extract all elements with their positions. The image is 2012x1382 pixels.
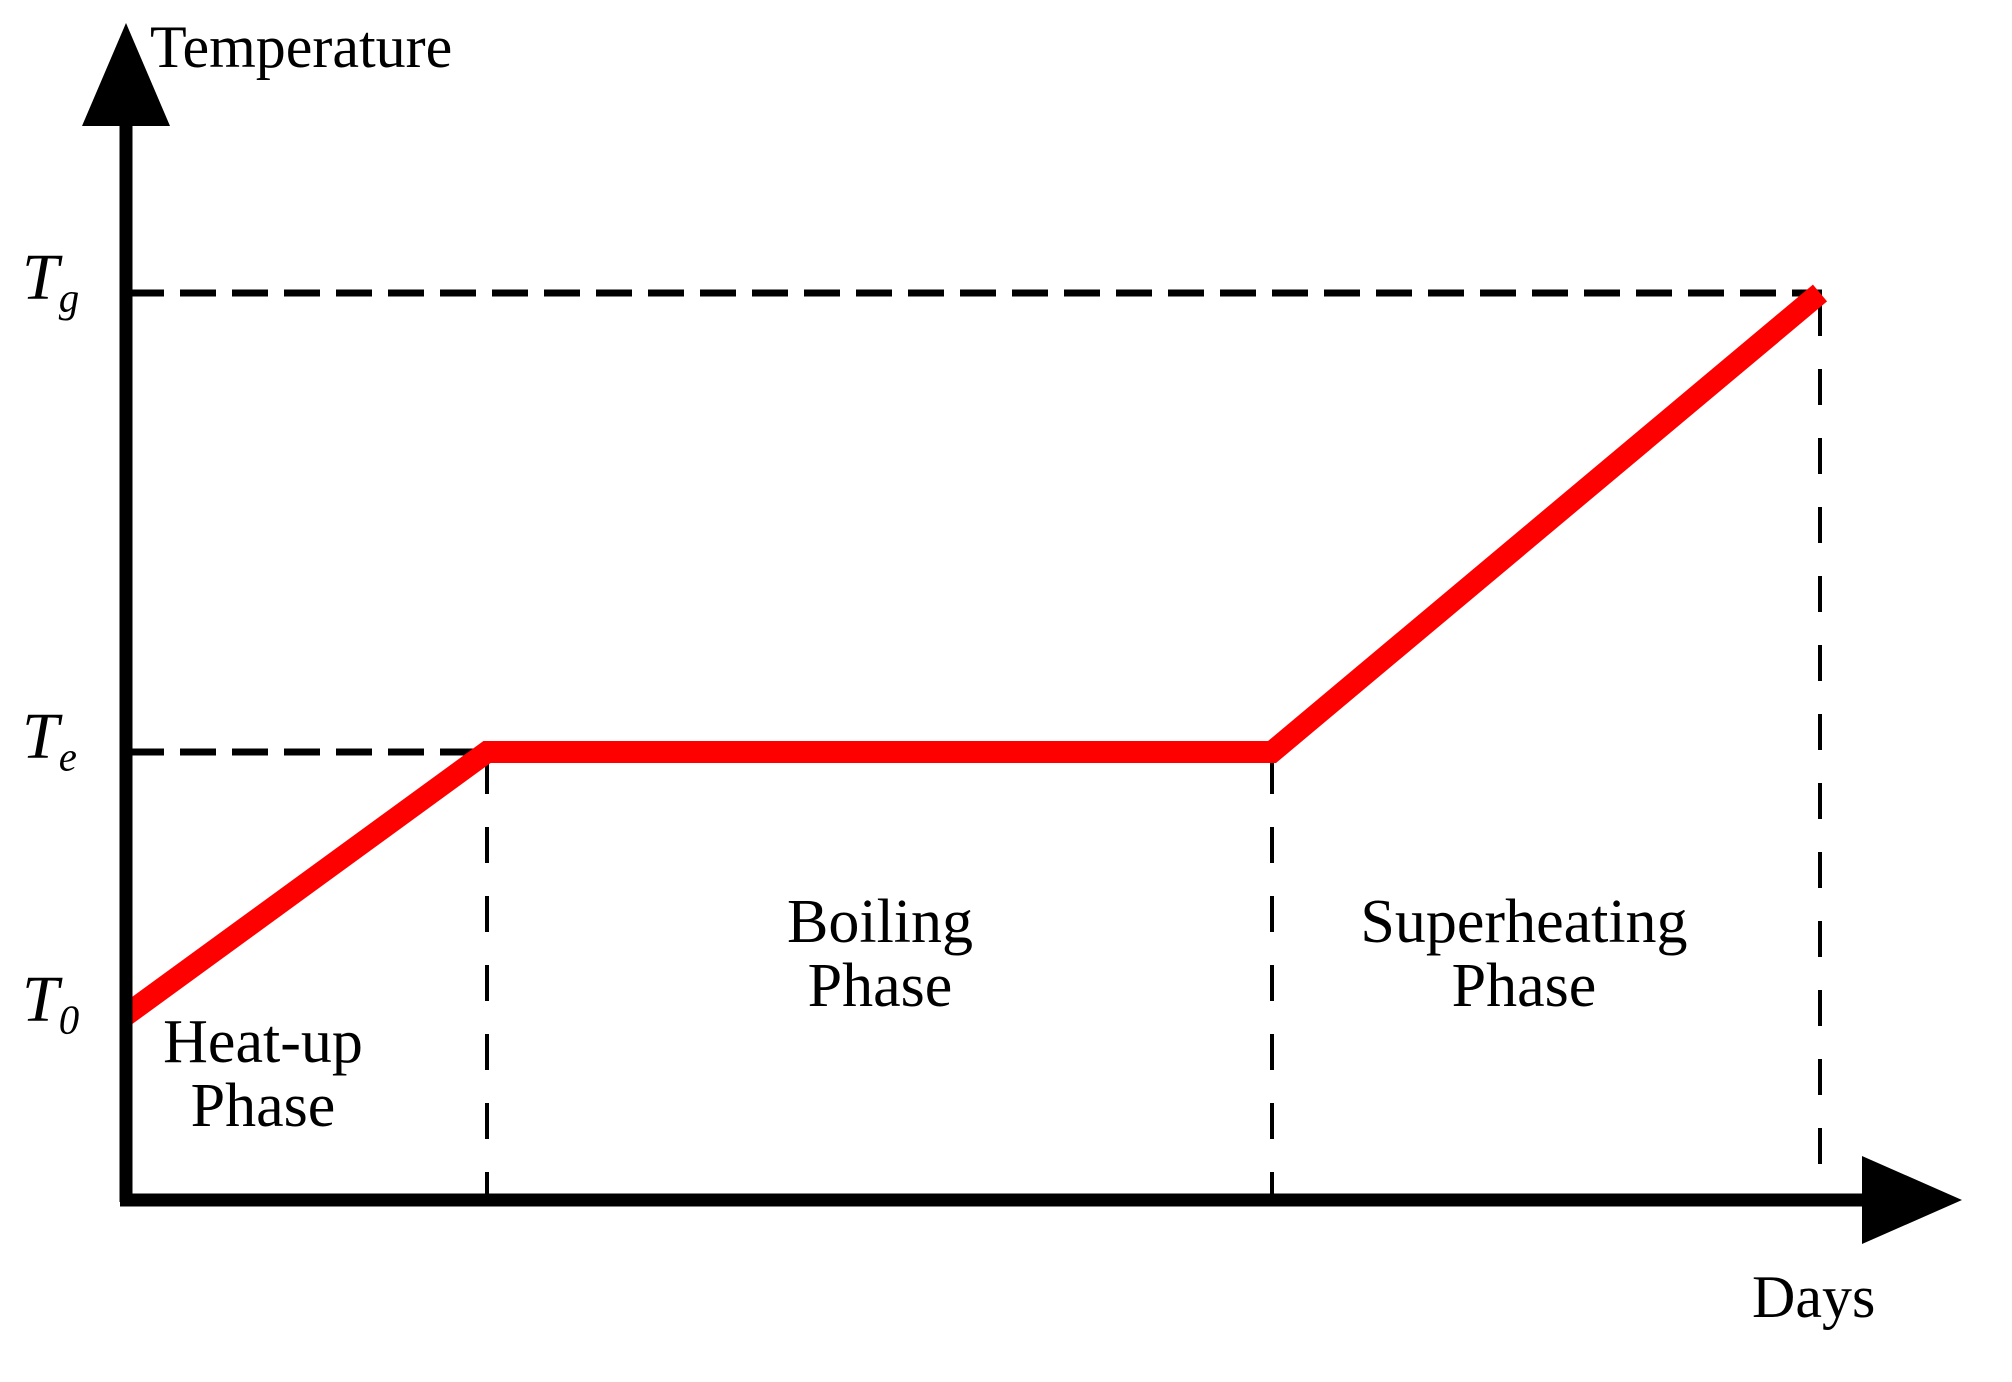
y-axis-arrow-icon xyxy=(82,23,170,126)
phase-heat-up-line1: Heat-up xyxy=(163,1008,363,1076)
y-axis-title: Temperature xyxy=(150,14,453,80)
tg-symbol: T xyxy=(22,241,59,314)
t0-symbol: T xyxy=(22,963,59,1036)
phase-boiling-line1: Boiling xyxy=(786,888,974,956)
x-axis-arrow-icon xyxy=(1862,1156,1962,1244)
phase-superheating-line2: Phase xyxy=(1451,952,1597,1021)
y-tick-label-tg: Tg xyxy=(22,241,80,321)
phase-label-superheating: Superheating Phase xyxy=(1290,890,1758,1019)
phase-label-heat-up: Heat-up Phase xyxy=(140,1010,386,1139)
te-subscript: e xyxy=(58,734,77,780)
axes-lines xyxy=(82,23,1962,1244)
x-axis-title: Days xyxy=(1752,1264,1876,1330)
phase-label-boiling: Boiling Phase xyxy=(560,890,1200,1019)
y-tick-label-te: Te xyxy=(22,700,77,780)
phase-superheating-line1: Superheating xyxy=(1360,888,1688,956)
t0-subscript: 0 xyxy=(58,997,80,1043)
temperature-curve xyxy=(119,284,1828,1024)
te-symbol: T xyxy=(22,700,59,773)
phase-heat-up-line2: Phase xyxy=(190,1072,336,1141)
phase-boiling-line2: Phase xyxy=(807,952,953,1021)
guide-lines xyxy=(128,289,1822,1198)
tg-subscript: g xyxy=(58,275,80,321)
y-tick-label-t0: T0 xyxy=(22,963,80,1043)
